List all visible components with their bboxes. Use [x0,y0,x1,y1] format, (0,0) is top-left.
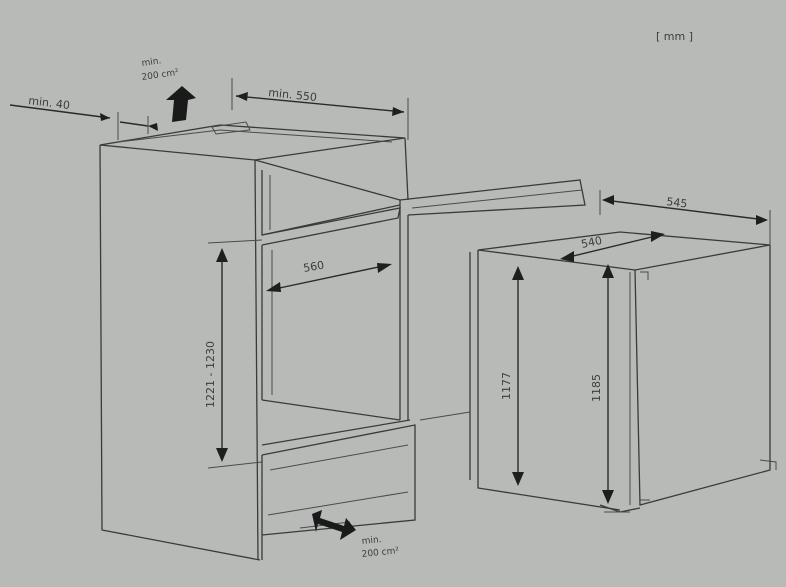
dim-top-gap-label: min. 40 [28,94,71,112]
upper-opening-frame [261,170,401,236]
double-arrow-icon [312,510,356,540]
dim-inner-width: 560 [266,259,392,292]
dim-niche-height: 1221 - 1230 [204,239,263,469]
dim-top-gap: min. 40 [9,94,158,140]
dim-app-depth: 545 [599,190,771,245]
vent-top-arrow: min. 200 cm² [141,56,196,122]
units-label: [ mm ] [656,30,693,43]
vent-top-line2: 200 cm² [141,68,180,83]
up-arrow-icon [166,86,196,122]
appliance-door [634,245,771,506]
worktop-extension [399,179,586,216]
dim-top-depth: min. 550 [231,78,409,140]
middle-shelf [261,207,401,246]
vent-top-line1: min. [141,56,162,69]
cabinet-niche [99,121,586,561]
dim-app-height-side: 1185 [590,264,614,504]
dim-app-depth-label: 545 [666,195,688,210]
appliance-top [477,231,771,271]
dim-app-width: 540 [560,231,665,262]
dim-app-width-label: 540 [580,234,603,251]
dim-app-height-front: 1177 [500,266,524,486]
dim-app-height-side-label: 1185 [590,374,603,402]
dim-niche-height-label: 1221 - 1230 [204,341,217,408]
top-vent-slot [211,121,251,135]
dim-app-height-front-label: 1177 [500,372,513,400]
cabinet-left-side [99,144,261,561]
cabinet-front-edge [99,144,259,561]
dim-inner-width-label: 560 [302,259,325,275]
vent-bottom-line2: 200 cm² [361,546,400,560]
cabinet-top [99,124,406,161]
vent-bottom-arrow: min. 200 cm² [312,510,400,560]
dim-top-depth-label: min. 550 [268,86,318,104]
vent-bottom-line1: min. [361,535,382,547]
